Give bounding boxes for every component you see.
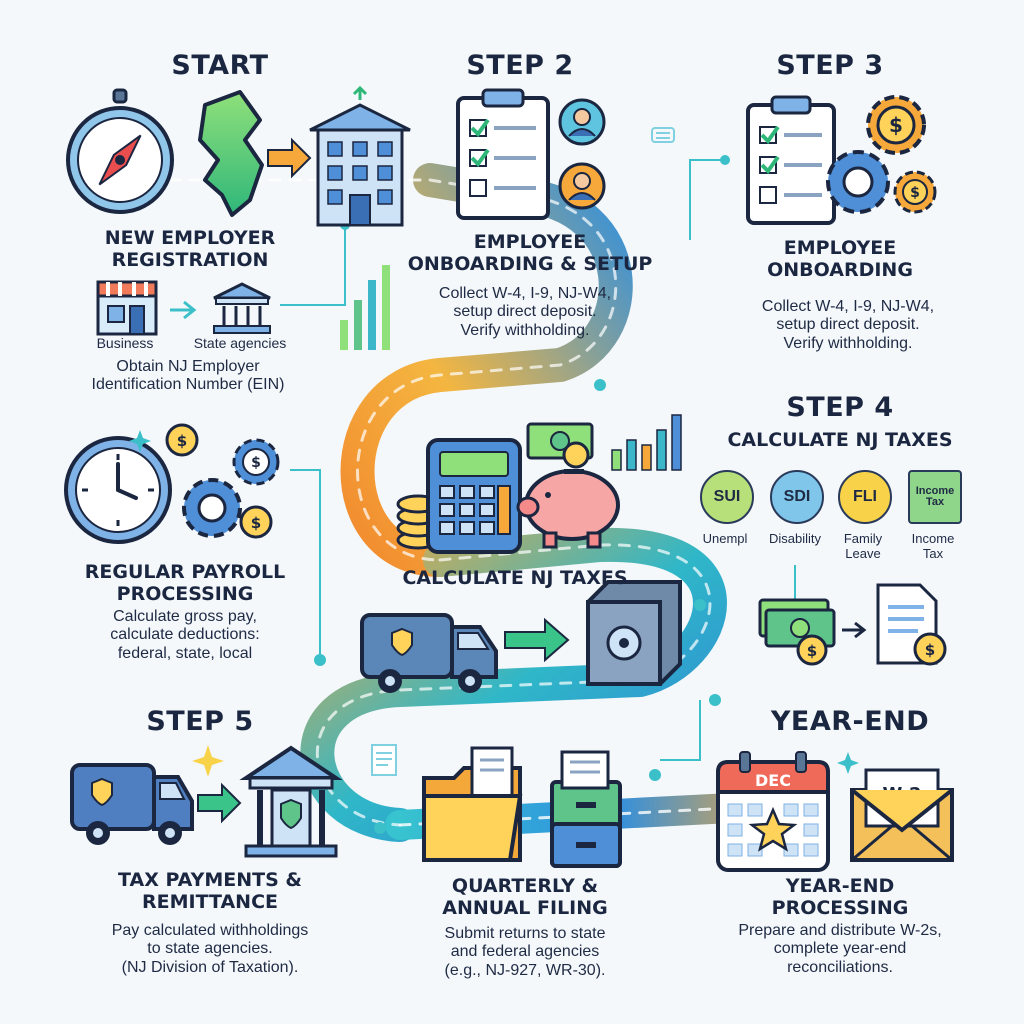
gear-dollar-icon: $	[893, 170, 937, 214]
dollar-sign: $	[251, 514, 261, 532]
arrow-icon	[197, 782, 242, 824]
office-building-icon	[309, 85, 411, 227]
step-label-start: START	[171, 50, 269, 81]
step-desc-yearend: Prepare and distribute W-2s, complete ye…	[738, 922, 942, 976]
document-small-icon	[371, 744, 397, 776]
tax-document-icon: $	[876, 583, 947, 666]
arrow-icon	[504, 617, 570, 663]
sparkle-icon	[837, 752, 859, 774]
dollar-sign: $	[807, 642, 817, 660]
clock-icon	[64, 436, 172, 544]
step-title-start: NEW EMPLOYER REGISTRATION	[104, 227, 276, 271]
step-desc-3: Collect W-4, I-9, NJ-W4, setup direct de…	[761, 298, 935, 352]
step-desc-5: Pay calculated withholdings to state age…	[111, 922, 309, 976]
compass-icon	[66, 88, 174, 214]
safe-icon	[586, 580, 682, 686]
step-title-filing: QUARTERLY & ANNUAL FILING	[442, 875, 608, 919]
state-agencies-label: State agencies	[193, 335, 287, 351]
filing-cabinet-icon	[550, 750, 622, 868]
gear-icon	[826, 150, 890, 214]
calendar-icon: DEC	[716, 751, 830, 872]
dollar-sign: $	[251, 455, 261, 471]
step-label-yearend: YEAR-END	[770, 706, 930, 737]
dollar-sign: $	[889, 113, 903, 137]
gear-dollar-icon: $	[866, 95, 926, 155]
step-desc-filing: Submit returns to state and federal agen…	[444, 925, 606, 979]
step-desc-2: Collect W-4, I-9, NJ-W4, setup direct de…	[438, 285, 612, 339]
calendar-month: DEC	[755, 771, 791, 790]
dollar-sign: $	[910, 185, 920, 201]
armored-van-icon	[70, 763, 194, 845]
checklist-icon	[746, 95, 836, 225]
armored-van-icon	[360, 613, 498, 693]
step-label-5: STEP 5	[146, 706, 254, 737]
tax-badge-label-2: Family Leave	[843, 531, 883, 561]
checklist-icon	[456, 88, 550, 220]
nj-map-icon	[198, 90, 264, 217]
dollar-sign: $	[925, 641, 935, 659]
bar-chart-icon	[611, 414, 682, 471]
piggy-bank-icon	[516, 441, 620, 549]
tax-badge-2: FLI	[838, 470, 892, 524]
step-title-3: EMPLOYEE ONBOARDING	[767, 237, 913, 281]
coin-icon: $	[239, 505, 273, 539]
w2-envelope-icon: W-2	[850, 768, 954, 862]
sparkle-icon	[129, 430, 151, 452]
arrow-small-icon	[842, 621, 867, 639]
user-avatar-icon	[558, 98, 606, 146]
step-label-4: STEP 4	[786, 392, 894, 423]
step-desc-start: Obtain NJ Employer Identification Number…	[91, 358, 285, 394]
document-small-icon	[651, 127, 675, 143]
step-desc-payroll: Calculate gross pay, calculate deduction…	[110, 608, 260, 662]
gear-dollar-icon: $	[232, 438, 280, 486]
user-avatar-icon	[558, 162, 606, 210]
calculator-icon	[426, 438, 522, 554]
storefront-icon	[96, 280, 158, 336]
step-label-3: STEP 3	[776, 50, 884, 81]
gear-icon	[182, 478, 242, 538]
tax-badge-3: Income Tax	[908, 470, 962, 524]
tax-badge-label-0: Unempl	[702, 531, 748, 546]
tax-badge-0: SUI	[700, 470, 754, 524]
folder-icon	[422, 746, 523, 862]
business-label: Business	[96, 335, 154, 351]
arrow-small-icon	[170, 300, 197, 320]
coin-icon: $	[165, 423, 199, 457]
cash-stack-icon: $	[758, 598, 836, 666]
step-title-5: TAX PAYMENTS & REMITTANCE	[118, 869, 302, 913]
step-title-2: EMPLOYEE ONBOARDING & SETUP	[407, 231, 653, 275]
growth-chart-icon	[340, 265, 390, 350]
step-title-yearend: YEAR-END PROCESSING	[771, 875, 909, 919]
tax-badge-1: SDI	[770, 470, 824, 524]
center-title-taxes: CALCULATE NJ TAXES	[402, 567, 628, 589]
sparkle-icon	[192, 745, 224, 777]
arrow-icon	[267, 137, 312, 179]
tax-badge-label-3: Income Tax	[911, 531, 955, 561]
tax-badge-label-1: Disability	[768, 531, 821, 546]
dollar-sign: $	[177, 432, 187, 450]
step-label-2: STEP 2	[466, 50, 574, 81]
state-agency-building-icon	[213, 282, 271, 334]
government-building-icon	[239, 745, 343, 858]
step-title-4: CALCULATE NJ TAXES	[727, 429, 953, 451]
step-title-payroll: REGULAR PAYROLL PROCESSING	[84, 561, 286, 605]
